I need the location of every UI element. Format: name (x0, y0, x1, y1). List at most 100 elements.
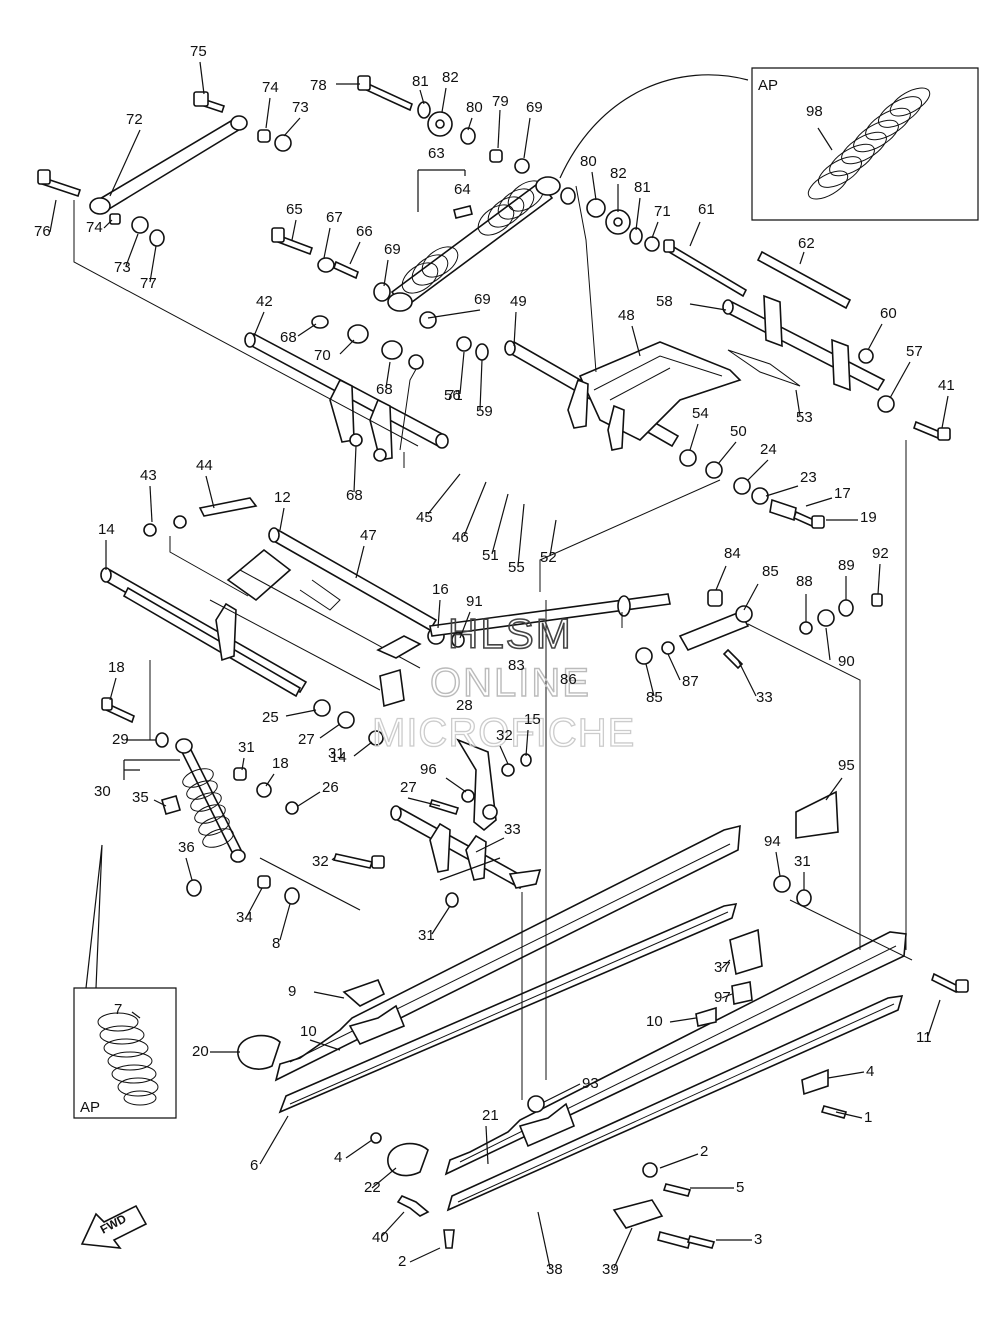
callout-label: 63 (428, 145, 445, 162)
callout-label: 58 (656, 293, 673, 310)
watermark-line2: ONLINE (430, 661, 591, 705)
callout-label: 56 (444, 387, 461, 404)
guide-lines (73, 185, 913, 1100)
callout-leader-line (517, 503, 525, 567)
callout-leader-line (153, 799, 167, 807)
front-shock-absorber (123, 732, 300, 905)
callout-label: 12 (274, 489, 291, 506)
callout-label: 71 (654, 203, 671, 220)
rear-bracket-assembly (722, 250, 951, 441)
callout-leader-line (49, 199, 57, 233)
callout-label: 6 (250, 1157, 258, 1174)
callout-label: 42 (256, 293, 273, 310)
callout-leader-line (613, 1227, 633, 1269)
callout-label: 86 (560, 671, 577, 688)
callout-label: 7 (114, 1001, 122, 1018)
callout-label: 37 (714, 959, 731, 976)
callout-label: 8 (272, 935, 280, 952)
callout-label: 67 (326, 209, 343, 226)
callout-label: 28 (456, 697, 473, 714)
callout-leader-line (479, 359, 483, 411)
callout-leader-line (795, 389, 801, 417)
callout-label: 97 (714, 989, 731, 1006)
callout-leader-line (331, 857, 335, 861)
callout-label: 31 (238, 739, 255, 756)
callout-leader-line (631, 325, 641, 357)
callout-leader-line (285, 709, 317, 717)
callout-label: 46 (452, 529, 469, 546)
callout-label: 17 (834, 485, 851, 502)
callout-leader-line (827, 1071, 865, 1079)
callout-label: 16 (432, 581, 449, 598)
callout-label: 27 (298, 731, 315, 748)
callout-leader-line (431, 905, 451, 935)
callout-label: 82 (442, 69, 459, 86)
callout-leader-line (149, 485, 153, 523)
callout-label: 57 (906, 343, 923, 360)
callout-leader-line (345, 1139, 373, 1159)
callout-label: 34 (236, 909, 253, 926)
callout-leader-line (445, 777, 467, 793)
callout-label: 14 (98, 521, 115, 538)
callout-label: 24 (760, 441, 777, 458)
callout-label: 68 (280, 329, 297, 346)
callout-label: 68 (346, 487, 363, 504)
callout-leader-line (199, 61, 205, 95)
callout-label: 81 (412, 73, 429, 90)
callout-label: 84 (724, 545, 741, 562)
callout-label: 62 (798, 235, 815, 252)
callout-leader-line (385, 361, 391, 389)
inset-spring-bottom: AP (73, 844, 177, 1119)
callout-label: 11 (916, 1029, 932, 1046)
watermark-line1: HLSM (448, 610, 573, 657)
callout-leader-line (467, 117, 473, 131)
callout-label: 95 (838, 757, 855, 774)
callout-leader-line (765, 485, 799, 497)
callout-label: 85 (762, 563, 779, 580)
callout-leader-line (309, 1039, 341, 1051)
callout-label: 61 (698, 201, 715, 218)
callout-label: 33 (756, 689, 773, 706)
callout-leader-line (659, 1153, 699, 1169)
callout-leader-line (283, 117, 301, 137)
callout-label: 80 (580, 153, 597, 170)
callout-leader-line (349, 241, 361, 265)
callout-leader-line (407, 797, 441, 807)
callout-leader-line (737, 659, 757, 697)
callout-leader-line (463, 481, 487, 537)
callout-label: 36 (178, 839, 195, 856)
callout-label: 50 (730, 423, 747, 440)
callout-label: 32 (312, 853, 329, 870)
callout-leader-line (645, 663, 655, 697)
callout-label: 80 (466, 99, 483, 116)
callout-label: 19 (860, 509, 877, 526)
callout-leader-line (125, 233, 139, 267)
callout-leader-line (825, 627, 831, 661)
callout-label: 83 (508, 657, 525, 674)
callout-leader-line (109, 129, 141, 197)
callout-leader-line (103, 219, 113, 229)
callout-leader-line (543, 1083, 581, 1103)
callout-label: 92 (872, 545, 889, 562)
callout-label: 74 (86, 219, 103, 236)
callout-label: 85 (646, 689, 663, 706)
callout-leader-line (265, 773, 275, 787)
callout-label: 87 (682, 673, 699, 690)
rear-axle-assembly (429, 589, 883, 670)
callout-leader-line (537, 1211, 551, 1269)
callout-label: 75 (190, 43, 207, 60)
callout-label: 20 (192, 1043, 209, 1060)
callout-label: 98 (806, 103, 823, 120)
callout-label: 72 (126, 111, 143, 128)
callout-label: 26 (322, 779, 339, 796)
callout-label: 74 (262, 79, 279, 96)
callout-label: 59 (476, 403, 493, 420)
callout-label: 2 (700, 1143, 708, 1160)
callout-leader-line (297, 791, 321, 807)
callout-label: 79 (492, 93, 509, 110)
callout-leader-line (313, 991, 345, 999)
upper-link-rod (37, 91, 292, 247)
callout-leader-line (149, 245, 157, 283)
callout-leader-line (717, 441, 737, 465)
callout-label: 14 (330, 749, 347, 766)
